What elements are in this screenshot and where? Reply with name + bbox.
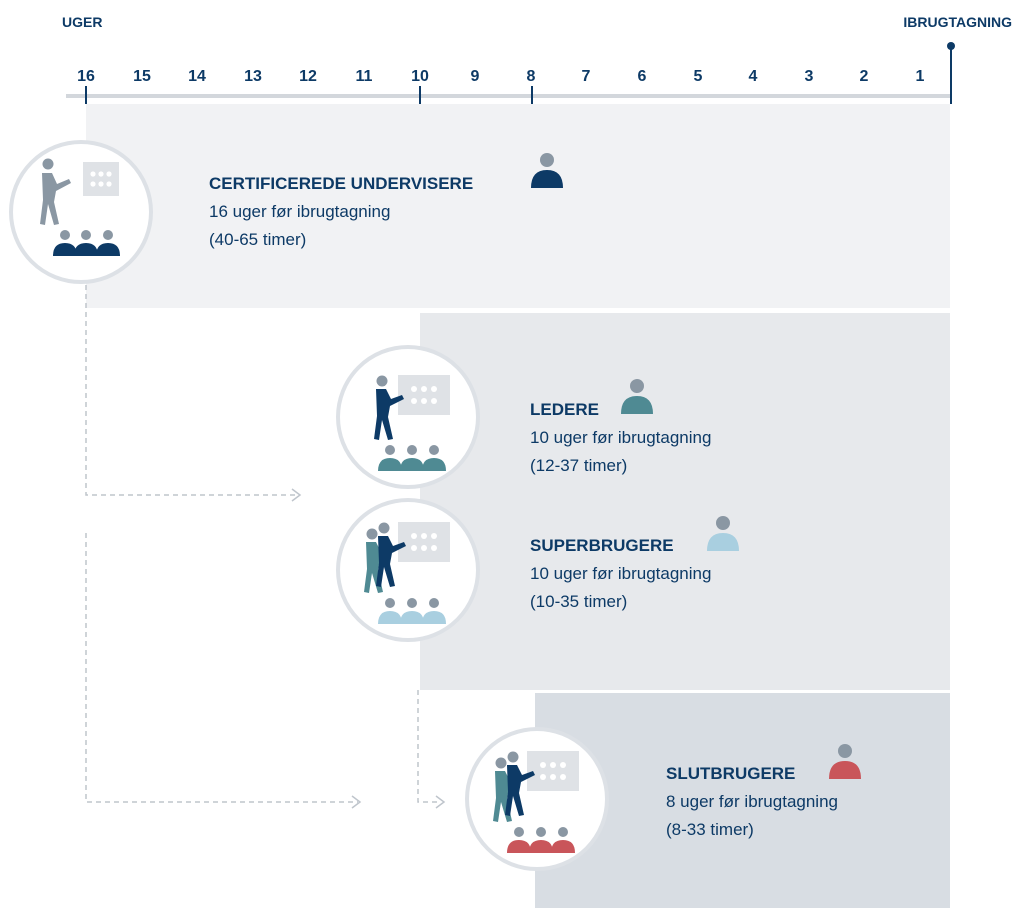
block-hours-certificerede: (40-65 timer) <box>209 230 307 249</box>
week-number: 10 <box>411 68 429 85</box>
week-number: 13 <box>244 68 262 85</box>
person-icon <box>707 516 739 551</box>
weeks-label: UGER <box>62 14 103 30</box>
go-live-label: IBRUGTAGNING <box>903 14 1012 30</box>
block-title-ledere: LEDERE <box>530 400 599 419</box>
week-number: 7 <box>581 68 591 85</box>
block-timing-ledere: 10 uger før ibrugtagning <box>530 428 712 447</box>
block-timing-slutbrugere: 8 uger før ibrugtagning <box>666 792 838 811</box>
week-number: 9 <box>470 68 480 85</box>
block-hours-ledere: (12-37 timer) <box>530 456 628 475</box>
week-number: 3 <box>804 68 814 85</box>
week-number: 11 <box>355 68 373 85</box>
block-hours-slutbrugere: (8-33 timer) <box>666 820 754 839</box>
block-title-superbrugere: SUPERBRUGERE <box>530 536 674 555</box>
block-hours-superbrugere: (10-35 timer) <box>530 592 628 611</box>
week-number: 15 <box>133 68 151 85</box>
week-number: 5 <box>693 68 703 85</box>
week-number: 1 <box>915 68 925 85</box>
instructors-presentation-icon <box>465 727 609 871</box>
week-number: 4 <box>748 68 758 85</box>
instructor-presentation-icon <box>336 345 480 489</box>
week-number: 6 <box>637 68 647 85</box>
week-number: 2 <box>859 68 869 85</box>
block-title-slutbrugere: SLUTBRUGERE <box>666 764 796 783</box>
instructor-presentation-icon <box>9 140 153 284</box>
week-number: 16 <box>77 68 95 85</box>
panel-ledere-superbrugere <box>420 313 950 690</box>
instructors-presentation-icon <box>336 498 480 642</box>
week-number: 12 <box>299 68 317 85</box>
block-timing-superbrugere: 10 uger før ibrugtagning <box>530 564 712 583</box>
connector-lines <box>85 285 440 803</box>
week-number: 14 <box>188 68 206 85</box>
block-title-certificerede: CERTIFICEREDE UNDERVISERE <box>209 174 474 193</box>
block-timing-certificerede: 16 uger før ibrugtagning <box>209 202 391 221</box>
week-number: 8 <box>526 68 536 85</box>
person-icon <box>621 379 653 414</box>
panel-certificerede <box>86 104 950 308</box>
person-icon <box>829 744 861 779</box>
person-icon <box>531 153 563 188</box>
